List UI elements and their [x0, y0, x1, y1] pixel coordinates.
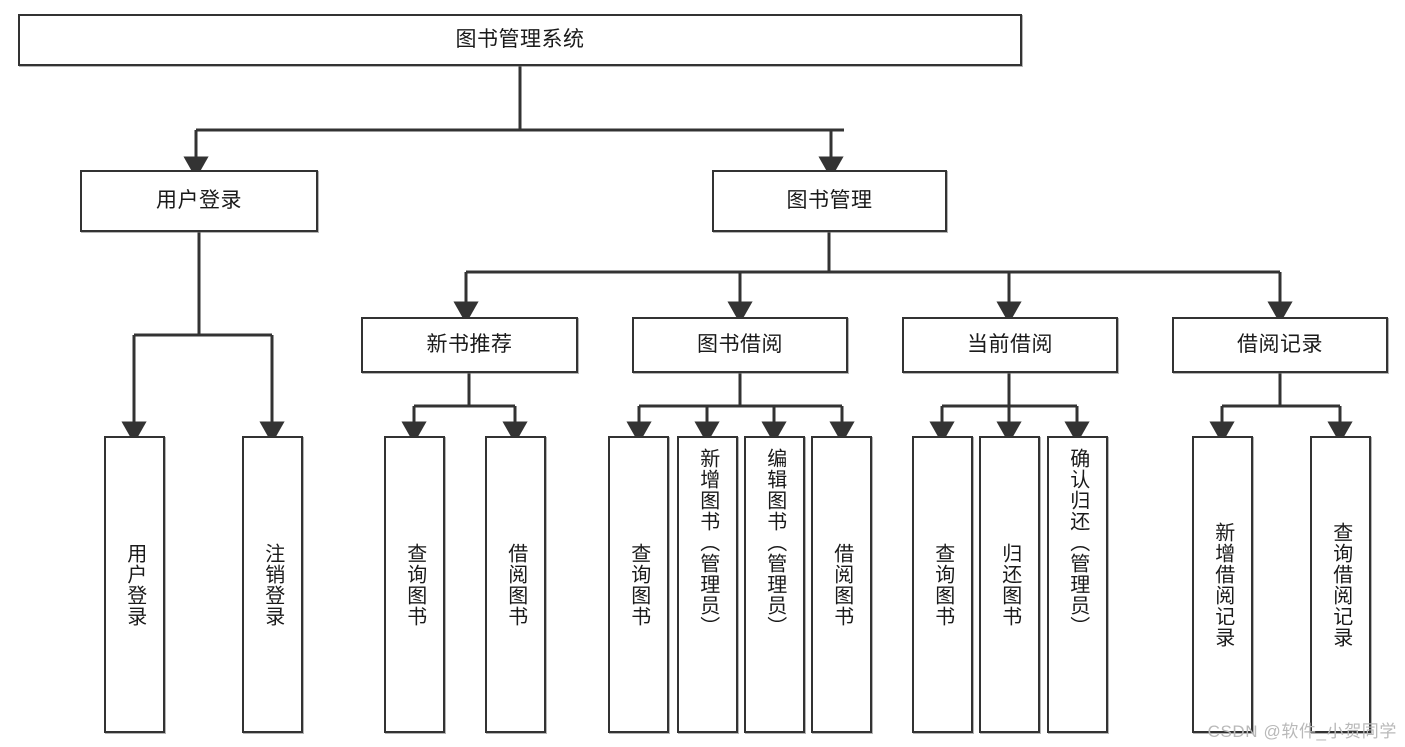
- node-current-borrow[interactable]: 当前借阅: [902, 317, 1118, 373]
- node-leaf-return-book-label: 归还图书: [998, 542, 1021, 627]
- borrow-record-to-leaves-connectors: [1209, 373, 1353, 444]
- node-new-book-recommend[interactable]: 新书推荐: [361, 317, 578, 373]
- node-leaf-add-book-label: 新增图书（管理员）: [696, 448, 719, 637]
- node-root-label: 图书管理系统: [455, 27, 585, 51]
- node-user-login-label: 用户登录: [156, 188, 242, 212]
- node-leaf-query-record[interactable]: 查询借阅记录: [1310, 436, 1371, 733]
- node-borrow-record-label: 借阅记录: [1237, 332, 1323, 356]
- node-leaf-query-record-label: 查询借阅记录: [1329, 521, 1352, 648]
- node-user-login[interactable]: 用户登录: [80, 170, 318, 232]
- user-login-to-leaves-connectors: [121, 232, 285, 444]
- node-leaf-confirm-return-label: 确认归还（管理员）: [1066, 448, 1089, 637]
- node-book-manage-label: 图书管理: [786, 188, 873, 212]
- node-leaf-add-record[interactable]: 新增借阅记录: [1192, 436, 1253, 733]
- node-leaf-query-book-2-label: 查询图书: [627, 542, 650, 627]
- node-new-book-recommend-label: 新书推荐: [426, 332, 513, 356]
- node-leaf-confirm-return[interactable]: 确认归还（管理员）: [1047, 436, 1108, 733]
- node-leaf-edit-book[interactable]: 编辑图书（管理员）: [744, 436, 805, 733]
- node-leaf-query-book-3-label: 查询图书: [931, 542, 954, 627]
- root-to-level2-connectors: [183, 66, 844, 179]
- node-leaf-user-login-label: 用户登录: [123, 542, 146, 627]
- node-leaf-logout-login-label: 注销登录: [261, 542, 284, 627]
- book-manage-to-level3-connectors: [453, 232, 1293, 324]
- node-leaf-query-book-1[interactable]: 查询图书: [384, 436, 445, 733]
- new-book-recommend-to-leaves-connectors: [401, 373, 528, 444]
- node-leaf-borrow-book-1[interactable]: 借阅图书: [485, 436, 546, 733]
- csdn-watermark: CSDN @软件_小贺同学: [1207, 722, 1397, 741]
- node-current-borrow-label: 当前借阅: [967, 332, 1053, 356]
- node-leaf-borrow-book-2[interactable]: 借阅图书: [811, 436, 872, 733]
- node-leaf-return-book[interactable]: 归还图书: [979, 436, 1040, 733]
- node-leaf-query-book-3[interactable]: 查询图书: [912, 436, 973, 733]
- node-borrow-record[interactable]: 借阅记录: [1172, 317, 1388, 373]
- node-leaf-borrow-book-1-label: 借阅图书: [504, 542, 527, 627]
- node-leaf-add-book[interactable]: 新增图书（管理员）: [677, 436, 738, 733]
- node-book-manage[interactable]: 图书管理: [712, 170, 947, 232]
- node-leaf-user-login[interactable]: 用户登录: [104, 436, 165, 733]
- book-borrow-to-leaves-connectors: [626, 373, 855, 444]
- node-book-borrow[interactable]: 图书借阅: [632, 317, 848, 373]
- node-leaf-borrow-book-2-label: 借阅图书: [830, 542, 853, 627]
- node-leaf-logout-login[interactable]: 注销登录: [242, 436, 303, 733]
- node-leaf-edit-book-label: 编辑图书（管理员）: [763, 448, 786, 637]
- node-leaf-query-book-2[interactable]: 查询图书: [608, 436, 669, 733]
- node-root[interactable]: 图书管理系统: [18, 14, 1022, 66]
- current-borrow-to-leaves-connectors: [929, 373, 1090, 444]
- node-leaf-add-record-label: 新增借阅记录: [1211, 521, 1234, 648]
- node-leaf-query-book-1-label: 查询图书: [403, 542, 426, 627]
- node-book-borrow-label: 图书借阅: [697, 332, 783, 356]
